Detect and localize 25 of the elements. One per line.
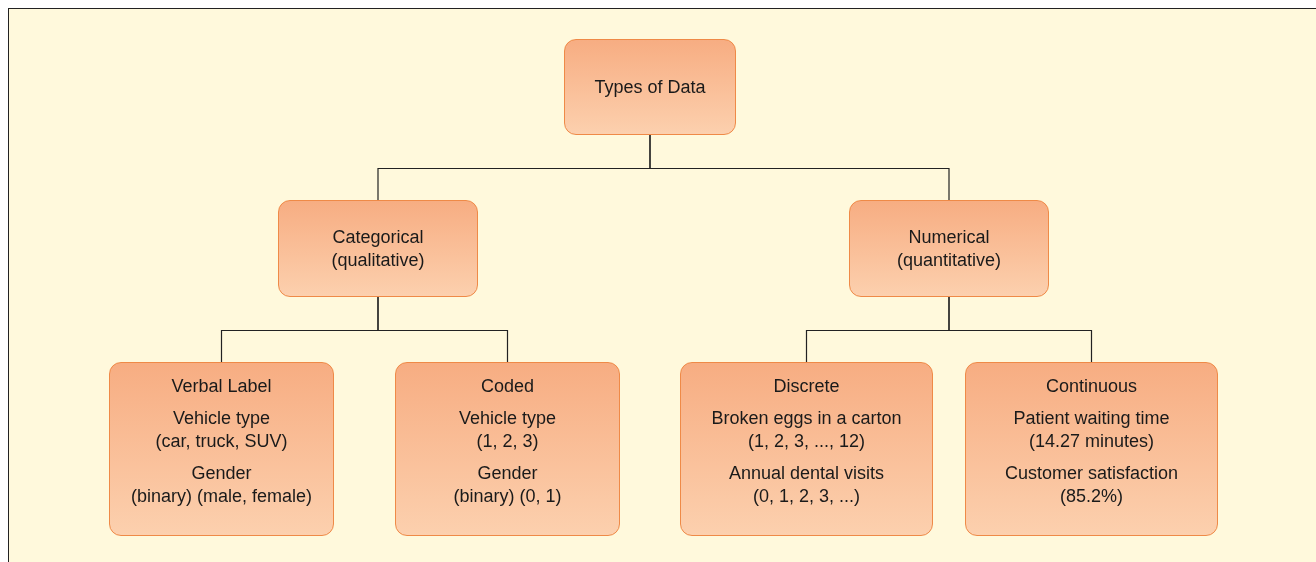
box-text: Categorical (qualitative) xyxy=(331,225,425,272)
category-box xyxy=(680,362,933,536)
box-text: Gender (binary) (0, 1) xyxy=(453,462,562,508)
box-heading: Continuous xyxy=(1045,375,1138,398)
box-text: Vehicle type (1, 2, 3) xyxy=(458,407,557,453)
box-text: Customer satisfaction (85.2%) xyxy=(1004,462,1179,508)
category-box xyxy=(109,362,334,536)
connector-line xyxy=(649,134,950,201)
category-box xyxy=(278,200,478,297)
category-box xyxy=(564,39,736,135)
box-text: Gender (binary) (male, female) xyxy=(130,462,312,508)
category-box xyxy=(849,200,1049,297)
box-heading: Verbal Label xyxy=(171,375,272,398)
connector-line xyxy=(377,296,509,363)
category-box xyxy=(965,362,1218,536)
box-text: Types of Data xyxy=(594,75,706,99)
box-heading: Coded xyxy=(480,375,534,398)
box-text: Numerical (quantitative) xyxy=(896,225,1002,272)
box-text: Broken eggs in a carton (1, 2, 3, ..., 12) xyxy=(711,407,902,453)
category-box xyxy=(395,362,620,536)
box-heading: Discrete xyxy=(773,375,840,398)
connector-line xyxy=(948,296,1093,363)
box-text: Patient waiting time (14.27 minutes) xyxy=(1013,407,1170,453)
box-text: Vehicle type (car, truck, SUV) xyxy=(155,407,288,453)
box-text: Annual dental visits (0, 1, 2, 3, ...) xyxy=(728,462,885,508)
